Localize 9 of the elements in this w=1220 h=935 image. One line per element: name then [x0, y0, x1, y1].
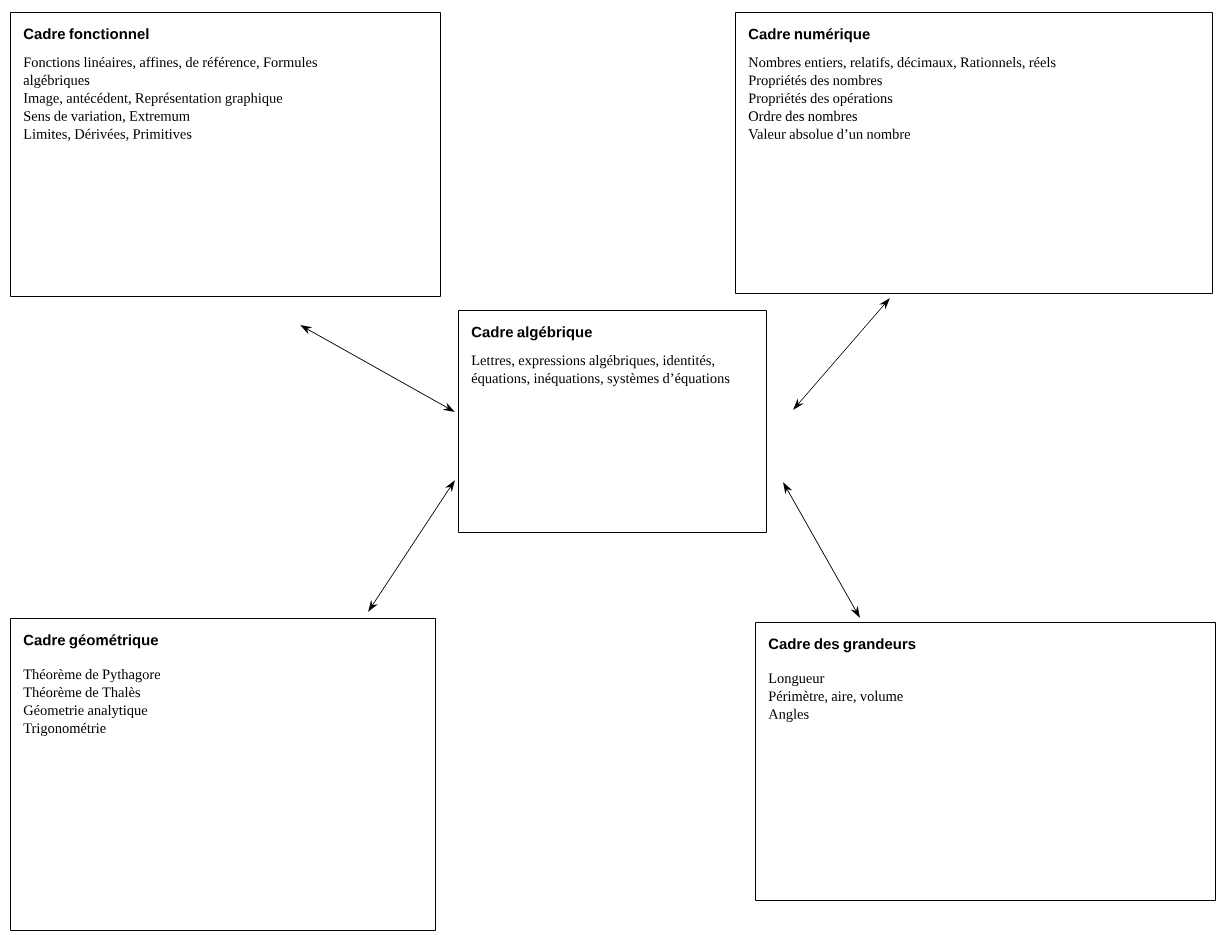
arrow — [368, 480, 455, 612]
arrow — [300, 325, 455, 412]
text-box: Cadre algébrique Lettres, expressions algébriques, identités, équations, inéquations, systèmes d’équations — [458, 310, 767, 533]
arrow — [793, 298, 890, 410]
text-box: Cadre numérique Nombres entiers, relatifs, décimaux, Rationnels, réels Propriétés des nombres Propriétés des opérations Ordre des nombres Valeur absolue d’un nombre — [735, 12, 1213, 294]
text-box: Cadre des grandeurs Longueur Périmètre, aire, volume Angles — [755, 622, 1216, 901]
text-box: Cadre géométrique Théorème de Pythagore Théorème de Thalès Géometrie analytique Trigonométrie — [10, 618, 436, 931]
arrow — [783, 482, 860, 618]
text-box: Cadre fonctionnel Fonctions linéaires, affines, de référence, Formules algébriques Image, antécédent, Représentation graphique Sens de variation, Extremum Limites, Dérivées, Primitives — [10, 12, 441, 297]
